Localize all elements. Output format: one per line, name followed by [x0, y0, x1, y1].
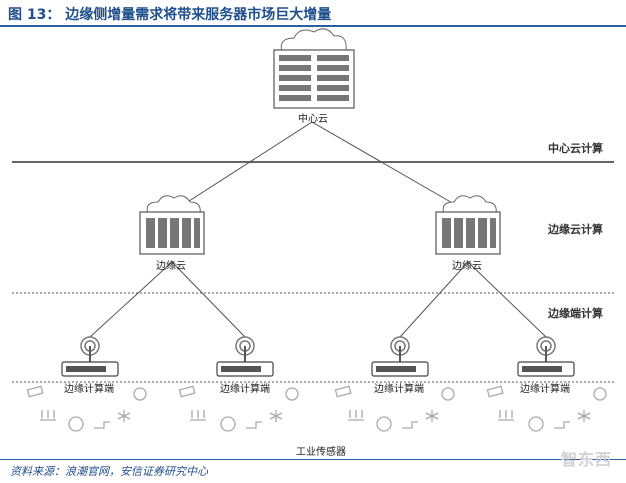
center-cloud-label: 中心云 [298, 114, 328, 125]
flow-icon [498, 410, 514, 421]
meter-icon [593, 387, 607, 401]
link-right-d4 [467, 261, 547, 338]
edge-cloud-right-label: 边缘云 [452, 261, 482, 272]
link-center-left [171, 121, 313, 213]
sensor-cluster-4 [486, 385, 607, 432]
meter-icon [285, 387, 299, 401]
edge-cloud-left-icon [139, 195, 205, 255]
footer-rule [0, 459, 626, 460]
valve-icon [246, 421, 262, 429]
source-note: 资料来源：浪潮官网，安信证券研究中心 [10, 465, 208, 478]
camera-icon [26, 385, 44, 398]
gauge-icon [68, 416, 84, 432]
gauge-icon [376, 416, 392, 432]
center-cloud-icon [273, 28, 355, 109]
watermark: 智东西 [560, 450, 612, 469]
link-center-right [311, 121, 469, 213]
meter-icon [441, 387, 455, 401]
layer-label-center: 中心云计算 [548, 142, 603, 155]
flow-icon [348, 410, 364, 421]
valve-icon [94, 421, 110, 429]
edge-device-1-icon [61, 336, 119, 377]
connection-lines [89, 121, 547, 338]
edge-cloud-left-label: 边缘云 [156, 261, 186, 272]
edge-device-3-icon [371, 336, 429, 377]
valve-icon [554, 421, 570, 429]
gauge-icon [528, 416, 544, 432]
edge-device-4-label: 边缘计算端 [520, 384, 570, 395]
edge-device-1-label: 边缘计算端 [64, 384, 114, 395]
fan-icon [577, 410, 591, 422]
edge-device-2-icon [216, 336, 274, 377]
camera-icon [486, 385, 504, 398]
edge-device-3-label: 边缘计算端 [374, 384, 424, 395]
fan-icon [117, 410, 131, 422]
edge-device-2-label: 边缘计算端 [220, 384, 270, 395]
edge-device-4-icon [517, 336, 575, 377]
sensor-cluster-2 [178, 385, 299, 432]
valve-icon [402, 421, 418, 429]
sensor-cluster-1 [26, 385, 147, 432]
gauge-icon [220, 416, 236, 432]
fan-icon [425, 410, 439, 422]
sensor-cluster-3 [334, 385, 455, 432]
title-rule [0, 25, 626, 27]
flow-icon [190, 410, 206, 421]
figure-title: 图 13： 边缘侧增量需求将带来服务器市场巨大增量 [8, 7, 332, 23]
fan-icon [269, 410, 283, 422]
flow-icon [40, 410, 56, 421]
edge-cloud-right-icon [435, 195, 501, 255]
sensors-label: 工业传感器 [296, 447, 346, 458]
camera-icon [178, 385, 196, 398]
layer-label-edge-cloud: 边缘云计算 [548, 223, 603, 236]
layer-label-edge-end: 边缘端计算 [548, 307, 603, 320]
figure-header: 图 13： 边缘侧增量需求将带来服务器市场巨大增量 [0, 0, 626, 27]
link-right-d3 [399, 261, 469, 338]
meter-icon [133, 387, 147, 401]
camera-icon [334, 385, 352, 398]
link-left-d1 [89, 261, 173, 338]
link-left-d2 [171, 261, 246, 338]
